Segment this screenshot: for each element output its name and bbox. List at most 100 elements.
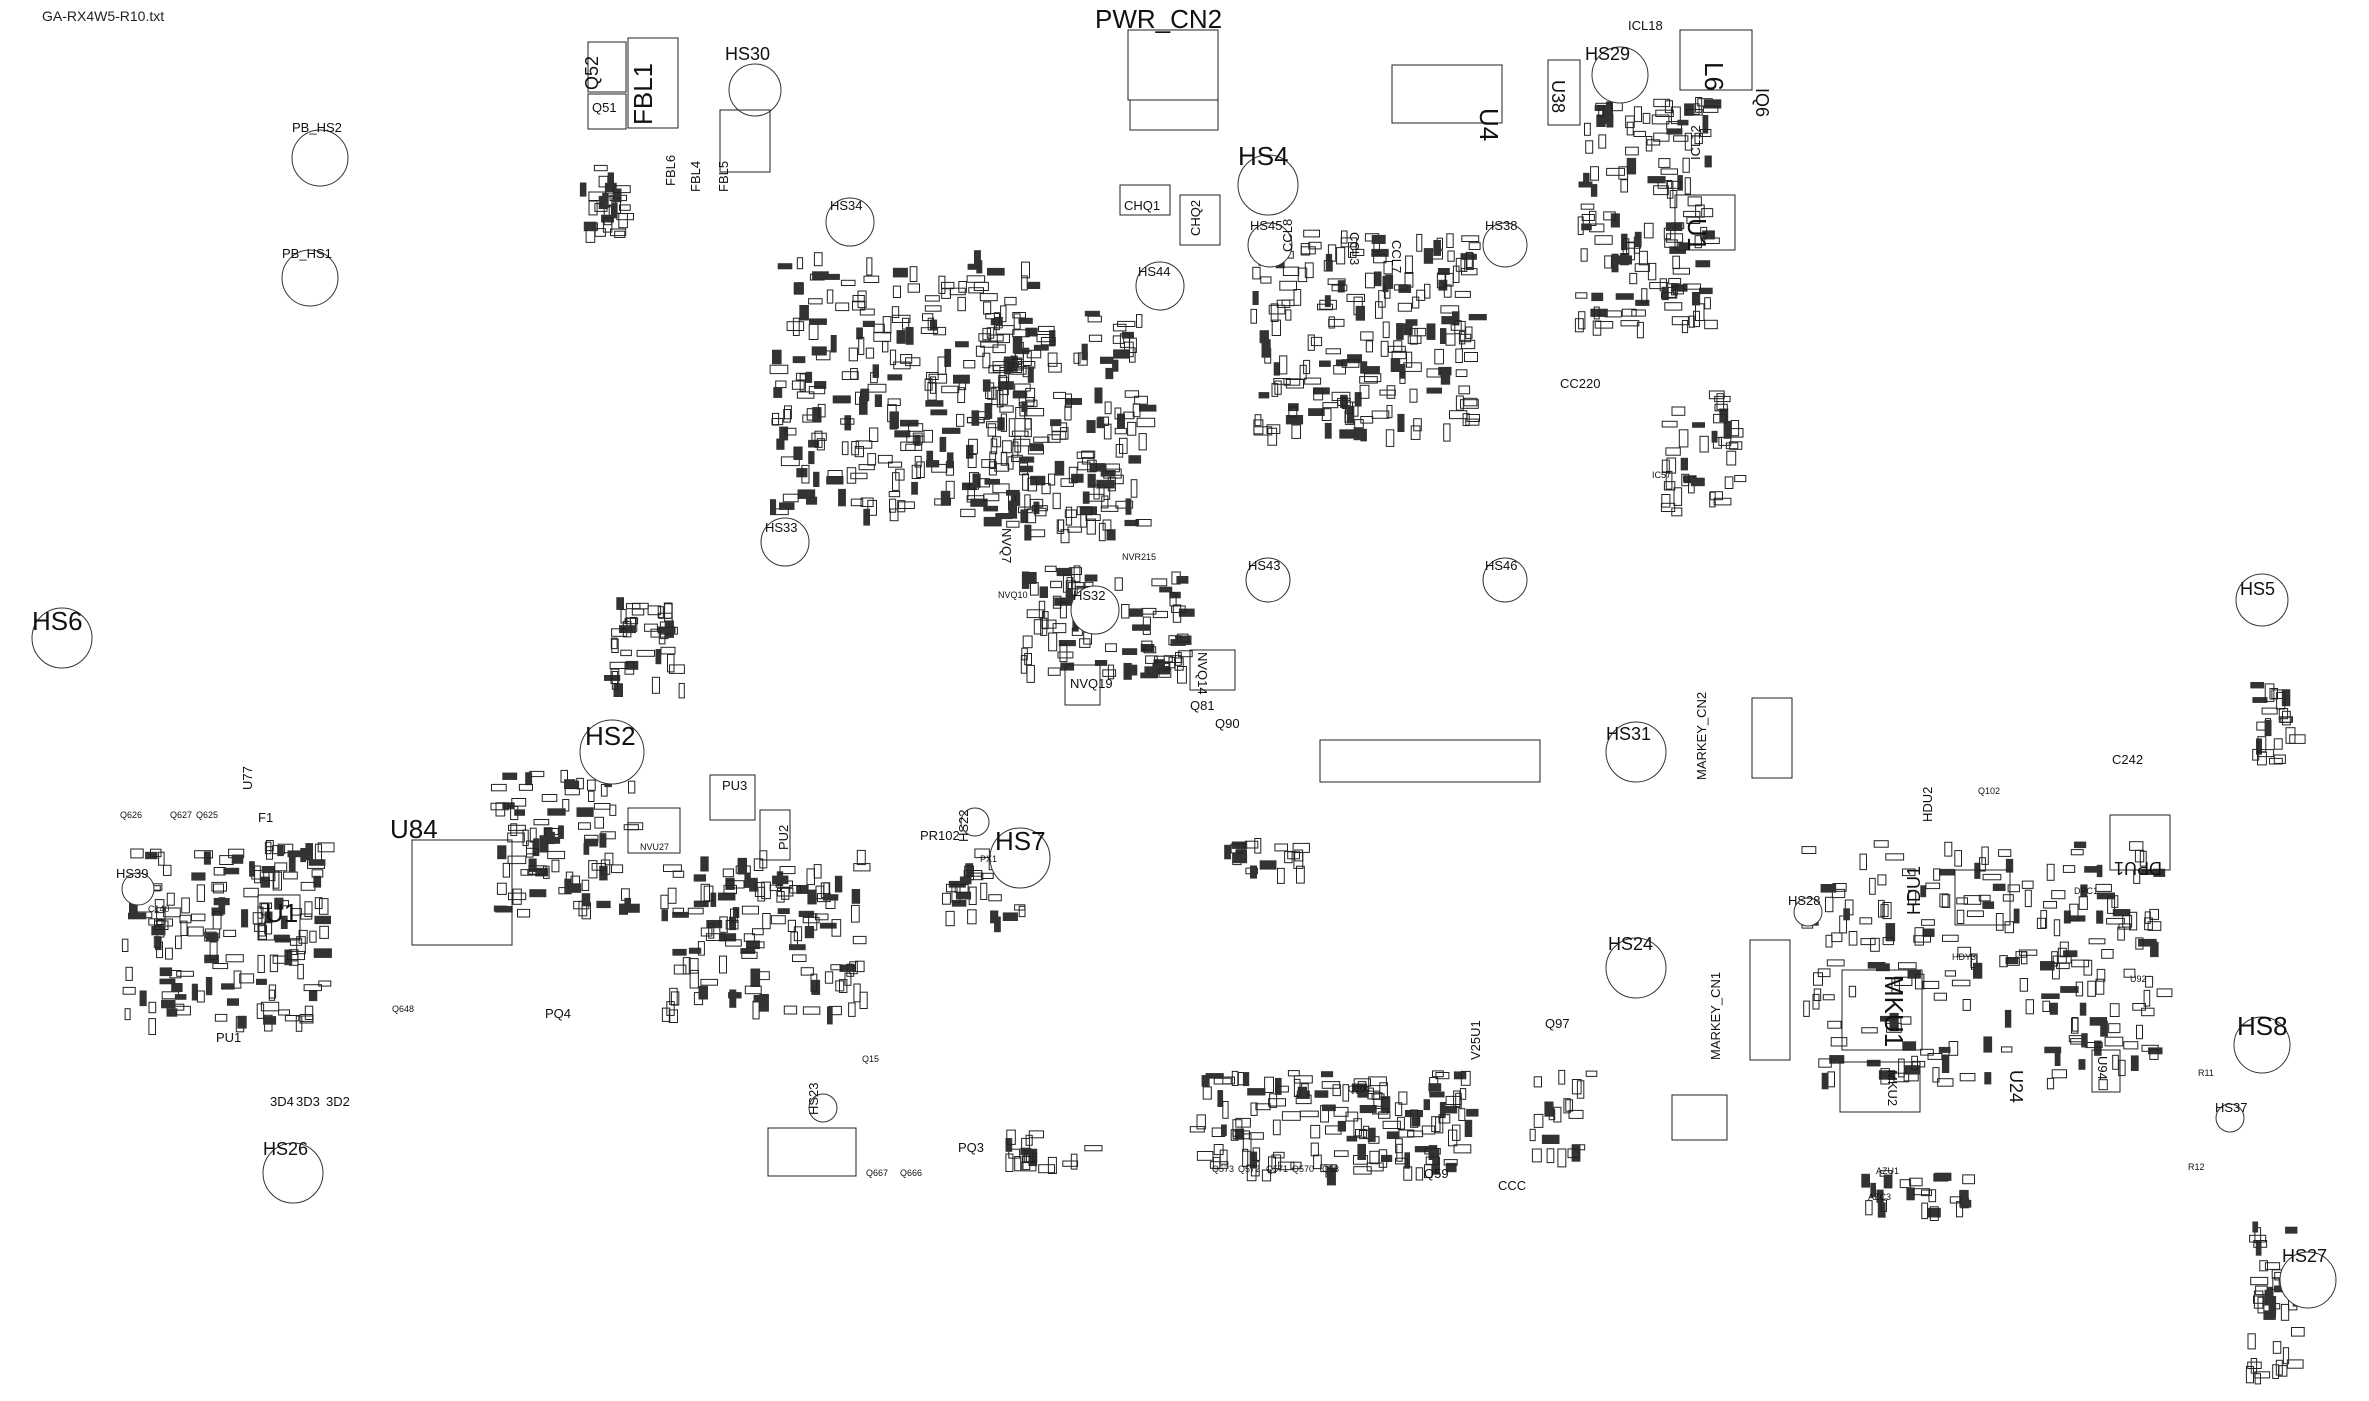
smd-footprint [612,188,622,203]
hole-hs27 [2279,1251,2337,1309]
smd-footprint [998,375,1008,390]
fbl1-outline [627,37,679,129]
smd-footprint [221,983,235,990]
smd-footprint [2044,1046,2062,1054]
smd-footprint [1177,666,1187,684]
smd-footprint [1460,399,1479,409]
smd-footprint [583,221,597,232]
smd-footprint [624,662,635,675]
smd-footprint [502,772,518,780]
smd-footprint [171,982,183,992]
smd-footprint [1443,1159,1458,1166]
smd-footprint [1982,873,2002,881]
smd-footprint [1957,946,1972,957]
label-hs37: HS37 [2215,1100,2248,1115]
smd-footprint [1922,980,1940,990]
smd-footprint [528,865,547,875]
smd-footprint [815,913,829,921]
smd-footprint [873,331,892,342]
smd-footprint [1583,172,1590,185]
smd-footprint [1382,1120,1401,1130]
smd-footprint [1423,1099,1431,1111]
smd-footprint [526,847,539,855]
smd-footprint [865,347,875,359]
smd-footprint [1441,316,1460,325]
smd-footprint [609,661,627,669]
smd-footprint [191,913,206,922]
smd-footprint [905,357,921,367]
smd-footprint [2149,1048,2159,1060]
smd-footprint [911,464,922,479]
smd-footprint [1292,842,1310,853]
smd-footprint [1202,1086,1212,1100]
smd-footprint [672,948,687,956]
smd-footprint [663,864,682,873]
smd-footprint [1230,1129,1239,1141]
label-3d3: 3D3 [296,1094,320,1109]
smd-footprint [859,991,868,1010]
hole-hs24 [1605,937,1667,999]
label-v25u1: V25U1 [1468,1020,1483,1060]
smd-footprint [1949,1196,1962,1204]
smd-footprint [1673,135,1689,142]
smd-footprint [2285,1226,2298,1234]
smd-footprint [609,804,617,816]
smd-footprint [1247,1088,1266,1096]
smd-footprint [955,341,969,348]
smd-footprint [261,865,275,874]
smd-footprint [514,809,525,816]
smd-footprint [243,887,259,898]
smd-footprint [2147,921,2162,931]
smd-footprint [562,799,570,812]
smd-footprint [1466,414,1480,422]
smd-footprint [1014,1156,1022,1172]
label-nvq19: NVQ19 [1070,676,1113,691]
smd-footprint [2067,915,2086,922]
smd-footprint [1702,105,1719,113]
label-c242: C242 [2112,752,2143,767]
smd-footprint [1026,609,1044,619]
smd-footprint [1966,910,1984,918]
smd-footprint [1050,580,1063,589]
smd-footprint [161,999,176,1009]
smd-footprint [1002,912,1018,922]
smd-footprint [2253,1290,2264,1309]
smd-footprint [979,293,998,302]
smd-footprint [1346,1135,1358,1142]
smd-footprint [2273,754,2286,764]
smd-footprint [963,360,976,369]
markey-cn2-outline [1751,697,1793,779]
smd-footprint [1445,1162,1457,1173]
label-dpc1: DPC1 [2074,886,2098,896]
smd-footprint [1114,577,1123,591]
smd-footprint [1008,500,1018,519]
smd-footprint [1065,587,1072,603]
smd-footprint [1033,619,1043,635]
smd-footprint [259,902,272,909]
smd-footprint [693,874,706,882]
smd-footprint [1435,1072,1450,1080]
smd-footprint [1076,451,1094,459]
smd-footprint [1269,1093,1278,1108]
label-q97: Q97 [1545,1016,1570,1031]
smd-footprint [1939,868,1956,876]
smd-footprint [708,923,715,939]
smd-footprint [853,863,871,872]
hole-hs33 [760,517,810,567]
smd-footprint [1465,418,1480,426]
smd-footprint [1396,1143,1403,1162]
smd-footprint [1152,610,1169,619]
label-pq3: PQ3 [958,1140,984,1155]
smd-footprint [1082,491,1090,504]
smd-footprint [658,612,673,619]
smd-footprint [148,918,163,926]
smd-footprint [1604,255,1612,269]
smd-footprint [968,438,978,455]
hole-hs29 [1591,46,1649,104]
smd-footprint [858,396,868,415]
smd-footprint [257,954,265,974]
smd-footprint [539,835,549,853]
smd-footprint [1012,357,1022,373]
label-3d4: 3D4 [270,1094,294,1109]
smd-footprint [1684,177,1691,195]
